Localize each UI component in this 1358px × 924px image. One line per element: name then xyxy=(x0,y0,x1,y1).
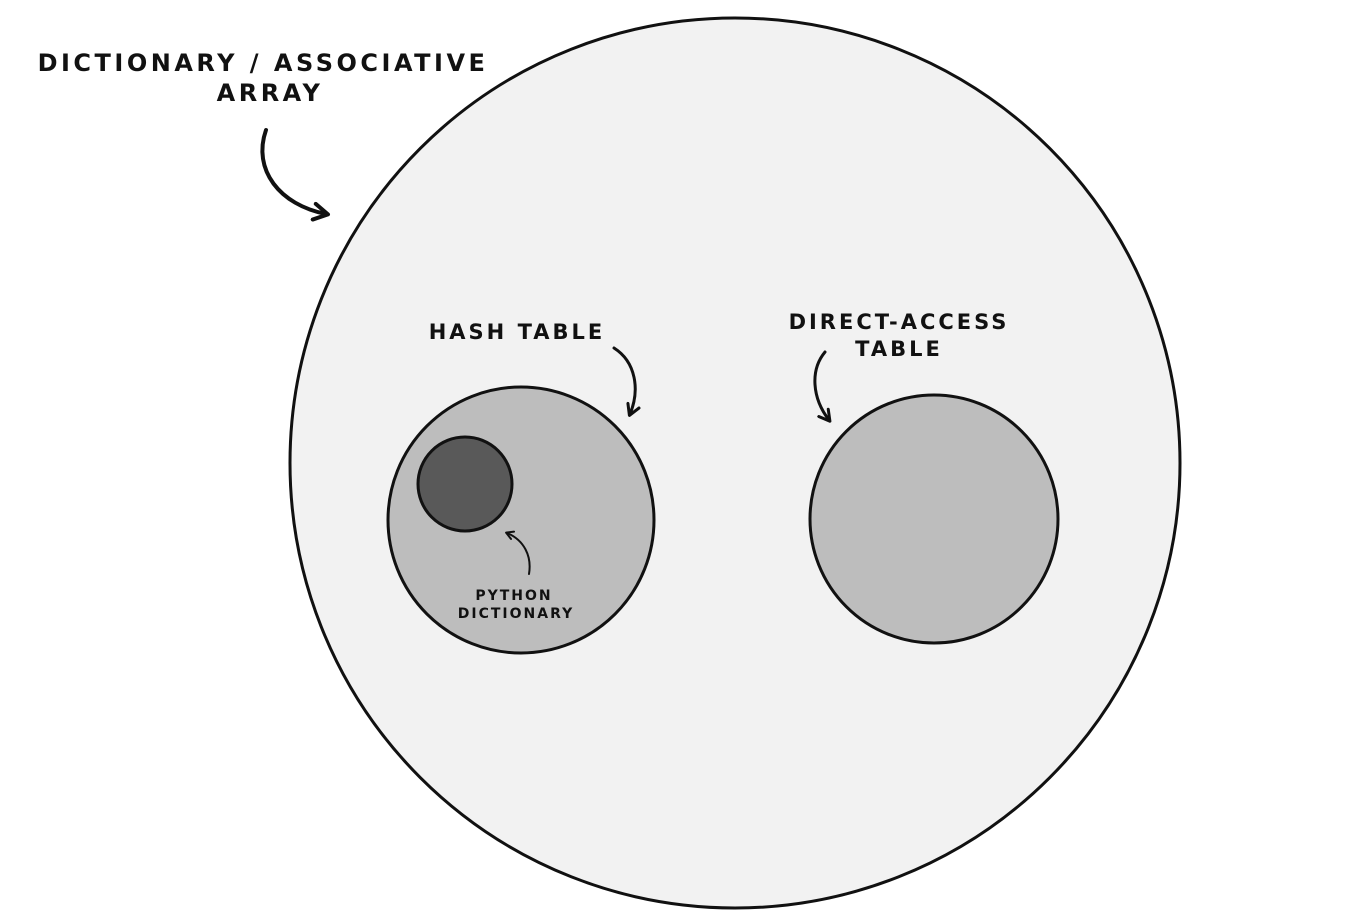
direct-access-label-line2: TABLE xyxy=(855,337,943,361)
hash-table-label: HASH TABLE xyxy=(429,320,606,344)
associative-array-circle xyxy=(288,16,1182,910)
direct-access-table-circle xyxy=(808,393,1060,645)
python-dictionary-label-line1: PYTHON xyxy=(475,588,552,604)
hash-table-arrow-icon xyxy=(612,346,641,417)
python-dictionary-arrow-icon xyxy=(505,530,531,575)
direct-access-label-line1: DIRECT-ACCESS xyxy=(789,310,1010,334)
python-dictionary-circle xyxy=(416,435,514,533)
associative-array-label-line1: DICTIONARY / ASSOCIATIVE xyxy=(38,49,489,77)
associative-array-label-line2: ARRAY xyxy=(217,79,324,107)
direct-access-arrow-icon xyxy=(813,350,832,423)
outer-arrow-icon xyxy=(260,128,330,222)
python-dictionary-label-line2: DICTIONARY xyxy=(458,606,574,622)
